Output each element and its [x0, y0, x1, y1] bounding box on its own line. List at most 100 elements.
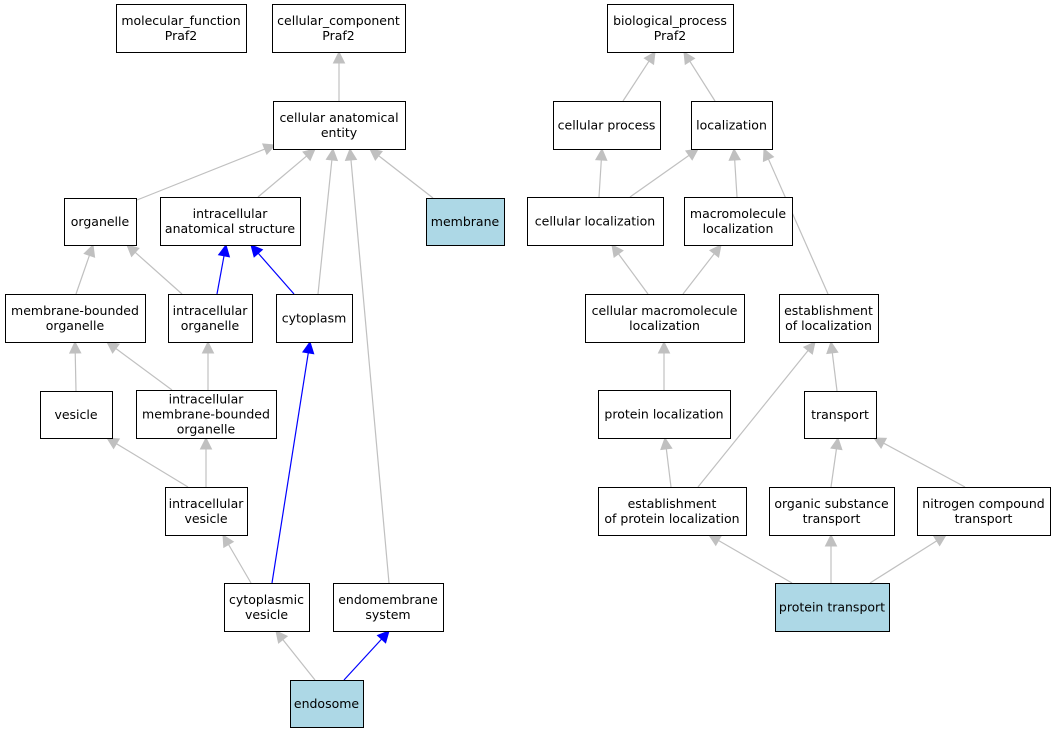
edge-intracellular-vesicle-to-intracellular-membrane-bounded-organelle [199, 436, 213, 487]
edge-vesicle-to-membrane-bounded-organelle [68, 340, 82, 392]
node-label-line: system [365, 607, 410, 622]
node-label-line: Praf2 [165, 28, 197, 43]
node-label-line: membrane-bounded [142, 407, 270, 422]
node-label-line: membrane-bounded [11, 303, 139, 318]
arrowhead [683, 51, 696, 66]
node-label-line: transport [803, 511, 861, 526]
node-box [40, 391, 113, 439]
node-vesicle[interactable]: vesicle [40, 391, 113, 439]
edge-cellular-anatomical-entity-to-cellular-component [332, 50, 346, 101]
node-label-line: intracellular [173, 303, 249, 318]
node-label-line: organelle [177, 422, 236, 437]
node-box [136, 390, 277, 439]
arrowhead [708, 534, 723, 547]
node-label-line: establishment [628, 496, 717, 511]
edge-membrane-bounded-organelle-to-organelle [75, 243, 96, 295]
node-localization[interactable]: localization [691, 101, 773, 150]
arrowhead [932, 534, 947, 547]
node-box [116, 4, 247, 53]
edge-intracellular-membrane-bounded-organelle-to-membrane-bounded-organelle [106, 341, 173, 391]
edge-cytoplasmic-vesicle-to-cytoplasm [271, 340, 315, 584]
node-protein-transport[interactable]: protein transport [775, 583, 890, 632]
node-label-line: biological_process [613, 13, 727, 28]
node-box [585, 294, 745, 343]
edge-protein-transport-to-nitrogen-compound-transport [869, 534, 947, 584]
node-endosome[interactable]: endosome [290, 680, 364, 728]
node-label-line: cellular process [558, 118, 656, 133]
node-box [917, 487, 1051, 536]
arrowhead [106, 437, 121, 450]
node-cellular-process[interactable]: cellular process [553, 101, 661, 150]
node-label-line: entity [321, 125, 358, 140]
node-label-line: vesicle [54, 407, 97, 422]
node-label-line: intracellular [169, 392, 245, 407]
arrowhead [762, 147, 775, 163]
node-cytoplasm[interactable]: cytoplasm [276, 294, 353, 343]
arrowhead [369, 148, 383, 162]
edges-layer [68, 50, 966, 681]
node-box [64, 198, 137, 246]
edge-establishment-of-protein-localization-to-establishment-of-localization [697, 341, 816, 488]
arrowhead [643, 51, 656, 66]
node-label-line: transport [811, 407, 869, 422]
node-cellular-localization[interactable]: cellular localization [527, 197, 664, 246]
node-label-line: vesicle [184, 511, 227, 526]
edge-organic-substance-transport-to-transport [830, 436, 843, 488]
node-label-line: protein localization [604, 407, 723, 422]
arrowhead [106, 341, 120, 354]
arrowhead [332, 50, 346, 64]
arrowhead [222, 534, 235, 549]
arrowhead [826, 340, 839, 355]
arrowhead [250, 244, 264, 258]
arrowhead [275, 630, 289, 644]
node-organelle[interactable]: organelle [64, 198, 137, 246]
arrowhead [873, 437, 888, 450]
edge-establishment-of-localization-to-localization [762, 147, 829, 295]
node-label-line: cytoplasm [282, 311, 347, 326]
node-transport[interactable]: transport [804, 391, 877, 439]
edge-intracellular-organelle-to-intracellular-anatomical-structure [216, 243, 231, 295]
node-label-line: intracellular [193, 206, 269, 221]
edge-cellular-localization-to-cellular-process [594, 147, 608, 198]
arrowhead [325, 147, 339, 162]
edge-cellular-localization-to-localization [629, 148, 699, 198]
edge-membrane-to-cellular-anatomical-entity [369, 148, 434, 199]
node-label-line: cellular localization [535, 214, 655, 229]
node-label-line: Praf2 [322, 28, 354, 43]
node-label-line: cellular anatomical [279, 110, 398, 125]
edge-localization-to-biological-process [683, 51, 716, 102]
node-box [775, 583, 890, 632]
node-membrane[interactable]: membrane [426, 198, 505, 246]
node-label-line: endosome [294, 696, 360, 711]
node-label-line: molecular_function [121, 13, 240, 28]
edge-macromolecule-localization-to-localization [728, 147, 742, 198]
node-box [769, 487, 895, 536]
edge-cytoplasm-to-cellular-anatomical-entity [317, 147, 339, 295]
arrowhead [594, 147, 608, 161]
edge-endosome-to-cytoplasmic-vesicle [275, 630, 316, 681]
node-protein-localization[interactable]: protein localization [598, 390, 731, 439]
edge-intracellular-anatomical-structure-to-cellular-anatomical-entity [257, 148, 316, 198]
node-box [160, 197, 301, 246]
node-label-line: of localization [785, 318, 872, 333]
node-label-line: localization [696, 118, 767, 133]
edge-cellular-process-to-biological-process [622, 51, 656, 102]
node-label-line: anatomical structure [165, 221, 295, 236]
